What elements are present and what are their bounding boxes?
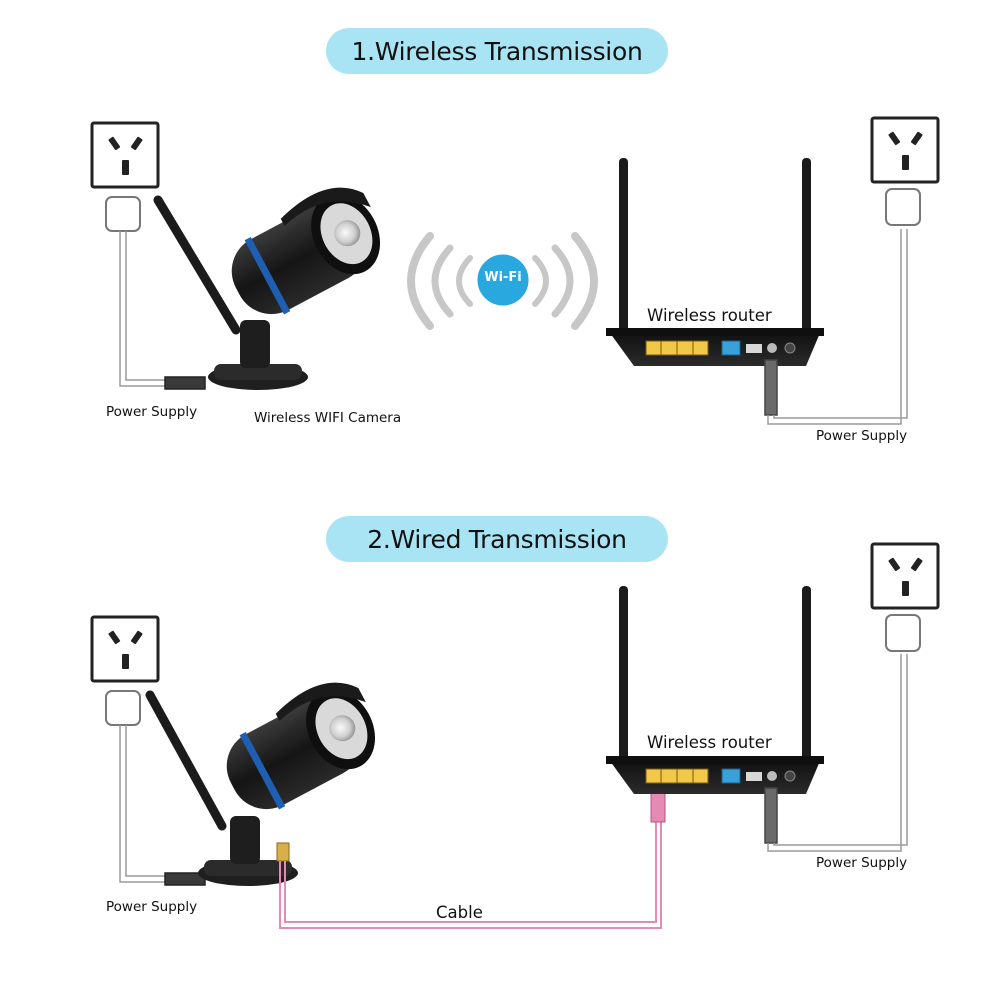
router-power-cable xyxy=(764,229,908,425)
power-adapter-icon xyxy=(885,614,921,652)
power-adapter-icon xyxy=(885,188,921,226)
router-power-cable xyxy=(764,654,908,852)
router-power-label: Power Supply xyxy=(816,855,908,871)
power-adapter-icon xyxy=(105,690,141,726)
power-cable xyxy=(119,725,206,886)
router-power-label: Power Supply xyxy=(816,428,908,444)
power-outlet-icon xyxy=(870,542,940,610)
camera-label: Wireless WIFI Camera xyxy=(254,410,402,426)
power-adapter-icon xyxy=(105,196,141,232)
power-outlet-icon xyxy=(90,121,160,189)
section-1-title: 1.Wireless Transmission xyxy=(326,28,668,74)
camera-power-label: Power Supply xyxy=(106,899,198,915)
wifi-signal-icon xyxy=(407,232,598,330)
router-label: Wireless router xyxy=(647,306,772,325)
wireless-router-icon xyxy=(606,158,824,366)
router-label: Wireless router xyxy=(647,733,772,752)
wireless-router-icon xyxy=(606,586,824,794)
cable-label: Cable xyxy=(436,903,483,922)
power-outlet-icon xyxy=(870,116,940,184)
power-outlet-icon xyxy=(90,615,160,683)
power-cable xyxy=(119,231,206,390)
camera-power-label: Power Supply xyxy=(106,404,198,420)
section-2-title: 2.Wired Transmission xyxy=(326,516,668,562)
wifi-camera-icon xyxy=(145,682,376,886)
wifi-badge-label: Wi-Fi xyxy=(484,270,522,285)
wifi-camera-icon xyxy=(153,187,381,390)
